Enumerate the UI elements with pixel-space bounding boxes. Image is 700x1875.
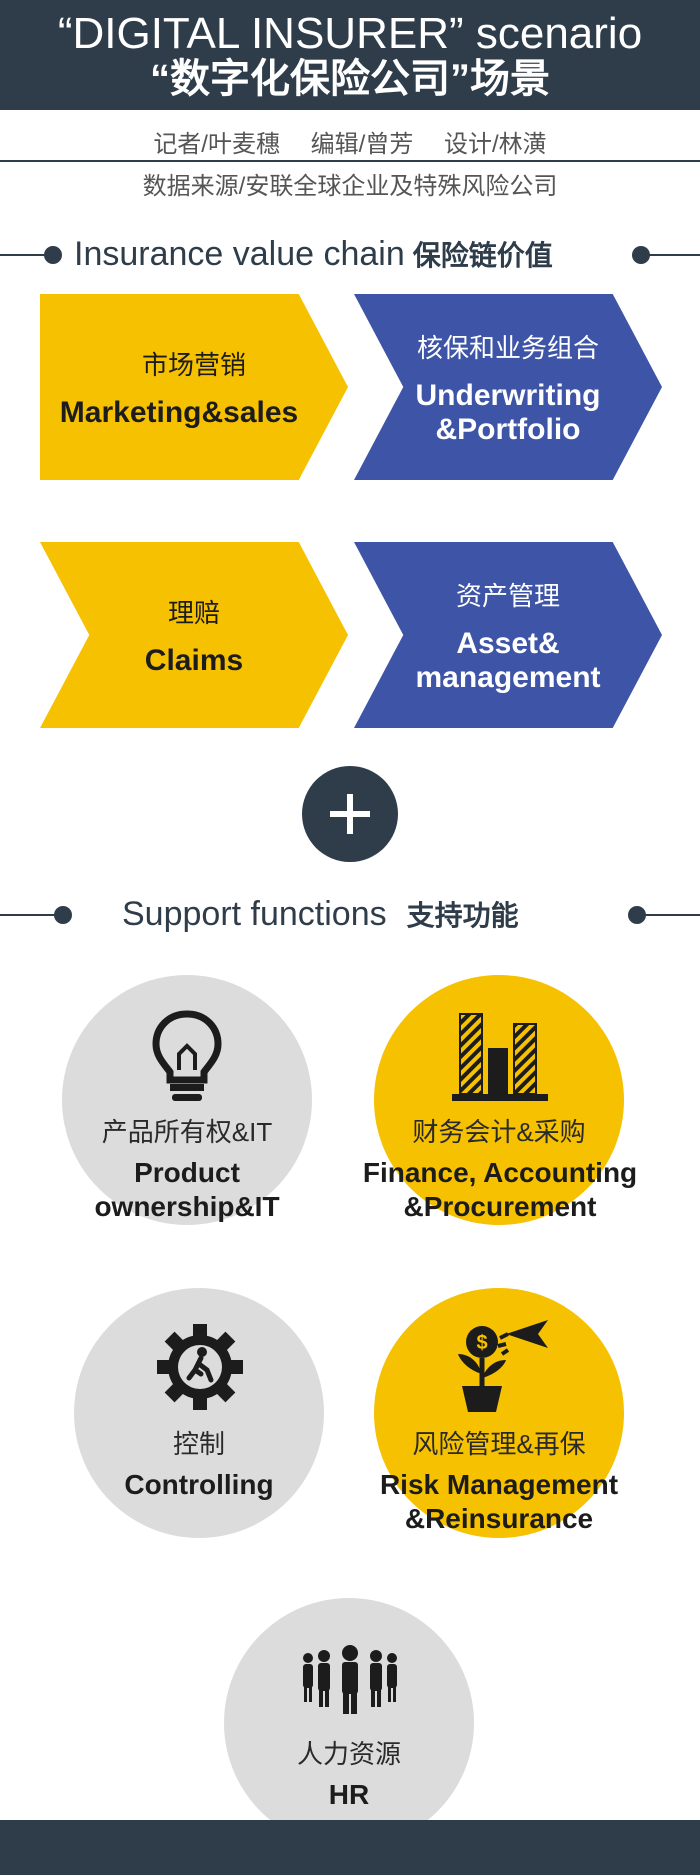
data-source: 数据来源/安联全球企业及特殊风险公司: [142, 173, 558, 200]
product-label-zh: 产品所有权&IT: [101, 1117, 273, 1147]
people-group-icon: [303, 1645, 397, 1714]
chevron-asset-management: 资产管理 Asset& management: [354, 542, 662, 728]
credit-editor: 编辑/曾芳: [310, 131, 414, 158]
hr-label-en: HR: [328, 1779, 370, 1810]
value-chain-title-zh: 保险链价值: [412, 240, 553, 271]
controlling-label-zh: 控制: [172, 1429, 225, 1459]
chevron-claims-en: Claims: [144, 643, 244, 677]
plus-icon: [302, 766, 398, 862]
title-zh: “数字化保险公司”场景: [150, 57, 550, 101]
lightbulb-icon: [152, 1010, 222, 1101]
finance-label-en: Finance, Accounting &Procurement: [362, 1157, 638, 1222]
section-line-left: [0, 254, 46, 256]
section-dot-right: [632, 246, 650, 264]
product-label-en: Product ownership&IT: [94, 1157, 280, 1222]
chevron-underwriting: 核保和业务组合 Underwriting &Portfolio: [354, 294, 662, 480]
footer-bar: [0, 1820, 700, 1875]
finance-label-zh: 财务会计&采购: [412, 1117, 586, 1147]
bar-chart-icon: [452, 1013, 548, 1101]
support-dot-left: [54, 906, 72, 924]
support-circle-risk: [374, 1288, 624, 1538]
chevron-asset-zh: 资产管理: [455, 580, 560, 611]
title-en: “DIGITAL INSURER” scenario: [57, 9, 643, 58]
section-line-right: [648, 254, 700, 256]
svg-text:$: $: [476, 1332, 487, 1354]
support-line-left: [0, 914, 56, 916]
support-dot-right: [628, 906, 646, 924]
support-circle-hr: [224, 1598, 474, 1848]
hr-label-zh: 人力资源: [296, 1739, 401, 1769]
controlling-label-en: Controlling: [124, 1469, 274, 1500]
section-dot-left: [44, 246, 62, 264]
chevron-underwriting-en: Underwriting &Portfolio: [415, 378, 601, 446]
header-banner: “DIGITAL INSURER” scenario “数字化保险公司”场景: [0, 0, 700, 110]
chevron-marketing-en: Marketing&sales: [59, 395, 299, 429]
credit-design: 设计/林潢: [444, 131, 547, 158]
chevron-marketing: 市场营销 Marketing&sales: [40, 294, 348, 480]
gear-person-icon: [157, 1324, 243, 1410]
chevron-claims-zh: 理赔: [167, 597, 220, 628]
credit-reporter: 记者/叶麦穗: [153, 131, 280, 158]
chevron-underwriting-zh: 核保和业务组合: [416, 332, 599, 363]
credits-line: 记者/叶麦穗 编辑/曾芳 设计/林潢: [0, 124, 700, 159]
money-plant-icon: $: [458, 1320, 548, 1412]
chevron-asset-en: Asset& management: [415, 626, 601, 694]
chevron-marketing-zh: 市场营销: [141, 349, 246, 380]
risk-label-zh: 风险管理&再保: [412, 1429, 586, 1459]
support-title-en: Support functions: [122, 895, 387, 933]
support-title-zh: 支持功能: [406, 900, 519, 931]
support-title: Support functions 支持功能: [122, 894, 519, 934]
credits-divider: [0, 160, 700, 162]
chevron-claims: 理赔 Claims: [40, 542, 348, 728]
risk-label-en: Risk Management &Reinsurance: [379, 1469, 619, 1534]
value-chain-title-en: Insurance value chain: [74, 235, 405, 273]
support-line-right: [644, 914, 700, 916]
